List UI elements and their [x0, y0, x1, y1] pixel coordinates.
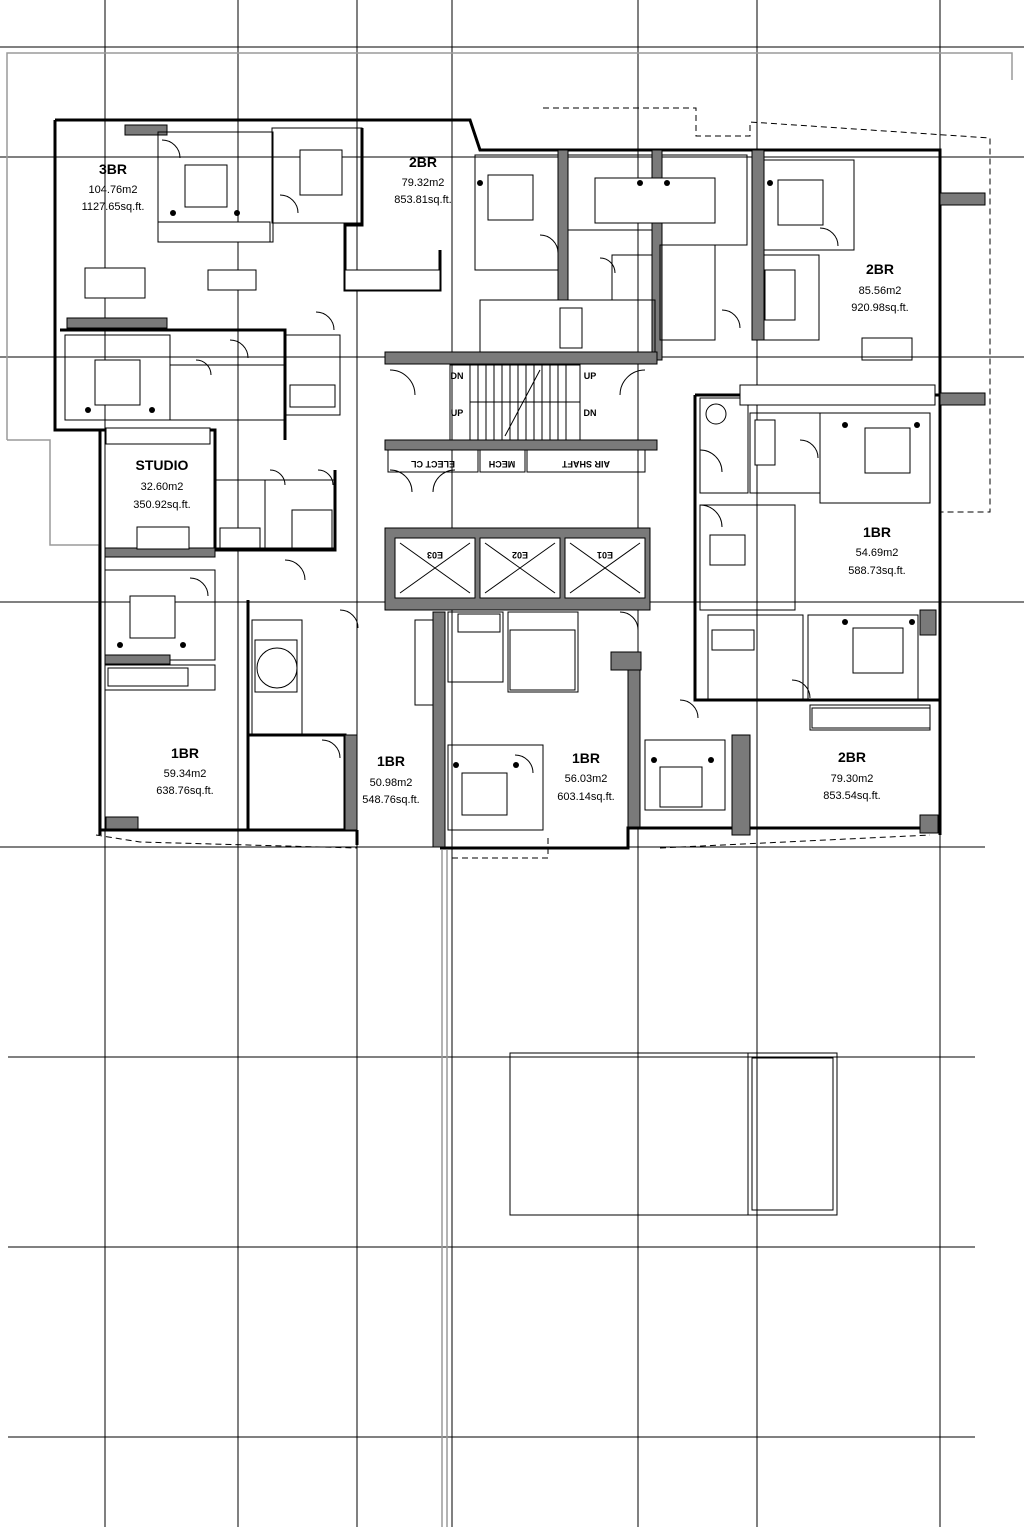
building-core: DN UP UP DN ELECT CL MECH AIR SHAFT E03 … [384, 351, 658, 611]
unit-label-studio: STUDIO 32.60m2 350.92sq.ft. [133, 457, 191, 511]
unit-area-m2: 79.32m2 [402, 177, 445, 189]
furniture [84, 149, 936, 816]
unit-area-m2: 104.76m2 [89, 184, 138, 196]
unit-area-m2: 50.98m2 [370, 777, 413, 789]
unit-type: 2BR [866, 261, 894, 277]
unit-area-m2: 79.30m2 [831, 773, 874, 785]
unit-label-2br-northeast: 2BR 85.56m2 920.98sq.ft. [851, 261, 909, 314]
unit-type: 3BR [99, 161, 127, 177]
unit-type: 1BR [572, 750, 600, 766]
unit-area-sqft: 853.54sq.ft. [823, 790, 881, 802]
unit-area-sqft: 603.14sq.ft. [557, 791, 615, 803]
unit-type: STUDIO [136, 457, 189, 473]
interior-walls [60, 127, 940, 848]
unit-type: 1BR [171, 745, 199, 761]
stair-label-up-2: UP [584, 371, 597, 381]
unit-type: 2BR [838, 749, 866, 765]
stair-treads [469, 365, 580, 440]
unit-area-sqft: 920.98sq.ft. [851, 302, 909, 314]
elevator-label-e02: E02 [512, 550, 528, 560]
unit-area-sqft: 638.76sq.ft. [156, 785, 214, 797]
unit-area-m2: 32.60m2 [141, 481, 184, 493]
unit-type: 2BR [409, 154, 437, 170]
lower-outline [509, 1052, 838, 1216]
unit-area-m2: 54.69m2 [856, 547, 899, 559]
unit-label-2br-north: 2BR 79.32m2 853.81sq.ft. [394, 154, 452, 206]
unit-label-1br-south-2: 1BR 56.03m2 603.14sq.ft. [557, 750, 615, 803]
elect-closet-label: ELECT CL [410, 459, 455, 469]
unit-area-m2: 59.34m2 [164, 768, 207, 780]
unit-area-sqft: 548.76sq.ft. [362, 794, 420, 806]
unit-label-1br-south-1: 1BR 50.98m2 548.76sq.ft. [362, 753, 420, 806]
elevator-label-e01: E01 [597, 550, 613, 560]
mech-label: MECH [489, 459, 516, 469]
unit-area-sqft: 588.73sq.ft. [848, 565, 906, 577]
unit-label-2br-southeast: 2BR 79.30m2 853.54sq.ft. [823, 749, 881, 802]
unit-area-sqft: 350.92sq.ft. [133, 499, 191, 511]
unit-label-3br: 3BR 104.76m2 1127.65sq.ft. [82, 161, 145, 213]
air-shaft-label: AIR SHAFT [562, 459, 610, 469]
exterior-walls [53, 118, 986, 850]
unit-area-sqft: 1127.65sq.ft. [82, 201, 145, 213]
unit-area-m2: 56.03m2 [565, 773, 608, 785]
unit-type: 1BR [863, 524, 891, 540]
stair-label-dn-2: DN [584, 408, 597, 418]
unit-area-sqft: 853.81sq.ft. [394, 194, 452, 206]
unit-label-1br-east: 1BR 54.69m2 588.73sq.ft. [848, 524, 906, 577]
unit-type: 1BR [377, 753, 405, 769]
unit-area-m2: 85.56m2 [859, 285, 902, 297]
stair-label-up-1: UP [451, 408, 464, 418]
door-swings [161, 139, 839, 774]
elevator-label-e03: E03 [427, 550, 443, 560]
stair-label-dn-1: DN [451, 371, 464, 381]
unit-label-1br-west: 1BR 59.34m2 638.76sq.ft. [156, 745, 214, 797]
